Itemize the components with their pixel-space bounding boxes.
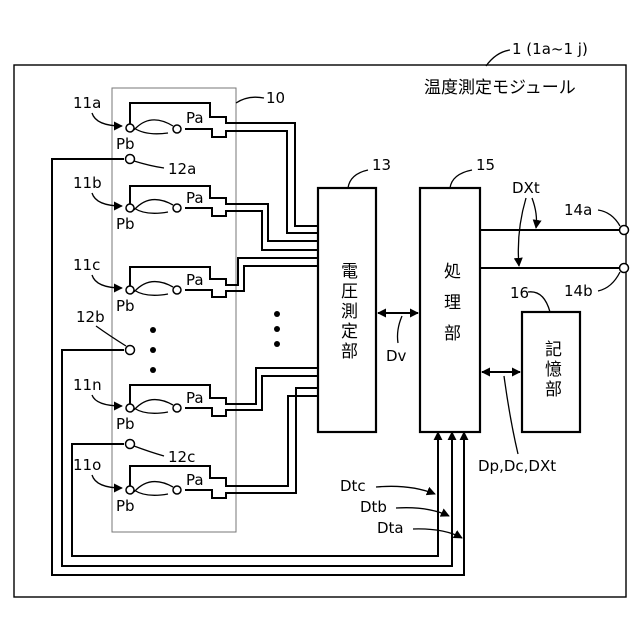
memory-block-label: 記憶部: [541, 340, 562, 400]
thermistor-12b-leader: [96, 326, 126, 346]
cell-11c: Pa Pb 11c: [73, 256, 204, 315]
cell-11a-ref: 11a: [73, 94, 101, 112]
cell-11b-ref: 11b: [73, 174, 102, 192]
cell-11o-pa-label: Pa: [186, 471, 204, 489]
cell-11b-pb-label: Pb: [116, 215, 135, 233]
cell-11c-leader: [92, 275, 122, 288]
thermistor-12b-sensor: [126, 346, 135, 355]
ellipsis-dots-icon: [150, 311, 280, 373]
terminal-14a-leader: [598, 210, 620, 226]
signal-dtb-leader: [396, 508, 449, 516]
cell-11n-pb-label: Pb: [116, 415, 135, 433]
signal-dtc-leader: [376, 486, 435, 494]
group-ref-label: 10: [266, 89, 285, 107]
cell-11a-pa-label: Pa: [186, 109, 204, 127]
thermistor-12c-ref: 12c: [168, 448, 195, 466]
cell-11o-leader: [92, 475, 122, 488]
signal-dxt-leader-top: [532, 198, 537, 228]
module-ref-label: 1 (1a~1 j): [512, 40, 588, 58]
voltage-block-label: 電圧測定部: [337, 262, 358, 362]
thermistor-12c-leader: [134, 446, 164, 456]
processing-block-label: 処理部: [440, 262, 461, 355]
terminal-14a: [620, 226, 629, 235]
cell-11o-ref: 11o: [73, 456, 101, 474]
signal-dv-leader: [398, 316, 403, 343]
group-ref-leader: [236, 97, 264, 103]
module-ref-leader: [486, 50, 510, 66]
cell-11n-leader: [92, 395, 122, 406]
memory-block-leader: [528, 292, 550, 312]
cell-11n-pa-label: Pa: [186, 389, 204, 407]
terminal-14b: [620, 264, 629, 273]
cell-11o-pb-label: Pb: [116, 497, 135, 515]
terminal-14a-ref: 14a: [564, 201, 592, 219]
signal-dpdc-leader: [504, 376, 518, 454]
processing-block-leader: [450, 170, 472, 188]
cell-11n-ref: 11n: [73, 376, 102, 394]
cell-11b-leader: [92, 193, 122, 206]
signal-dxt-label: DXt: [512, 179, 540, 197]
thermistor-12a-leader: [134, 161, 164, 168]
signal-dv-label: Dv: [386, 347, 407, 365]
cell-11a-pb-label: Pb: [116, 135, 135, 153]
module-title: 温度測定モジュール: [424, 78, 576, 98]
cell-11c-pb-label: Pb: [116, 297, 135, 315]
signal-dxt-leader-bottom: [518, 198, 526, 266]
cell-11b: Pa Pb 11b: [73, 174, 204, 233]
voltage-block-leader: [348, 170, 368, 188]
terminal-14b-ref: 14b: [564, 282, 593, 300]
cell-11b-pa-label: Pa: [186, 189, 204, 207]
memory-block-ref: 16: [510, 284, 529, 302]
thermistor-12a-ref: 12a: [168, 160, 196, 178]
signal-dpdc-label: Dp,Dc,DXt: [478, 457, 556, 475]
cell-11a-leader: [92, 113, 122, 126]
thermistor-12c-sensor: [126, 440, 135, 449]
signal-dta-label: Dta: [377, 519, 404, 537]
thermistor-12b-ref: 12b: [76, 308, 105, 326]
signal-dtb-label: Dtb: [360, 498, 387, 516]
voltage-block-ref: 13: [372, 156, 391, 174]
thermistor-12a-sensor: [126, 155, 135, 164]
processing-block-ref: 15: [476, 156, 495, 174]
terminal-14b-leader: [598, 272, 620, 291]
signal-dtc-label: Dtc: [340, 477, 366, 495]
cell-11c-ref: 11c: [73, 256, 100, 274]
cell-voltage-wires: [130, 103, 318, 498]
cell-11c-pa-label: Pa: [186, 271, 204, 289]
